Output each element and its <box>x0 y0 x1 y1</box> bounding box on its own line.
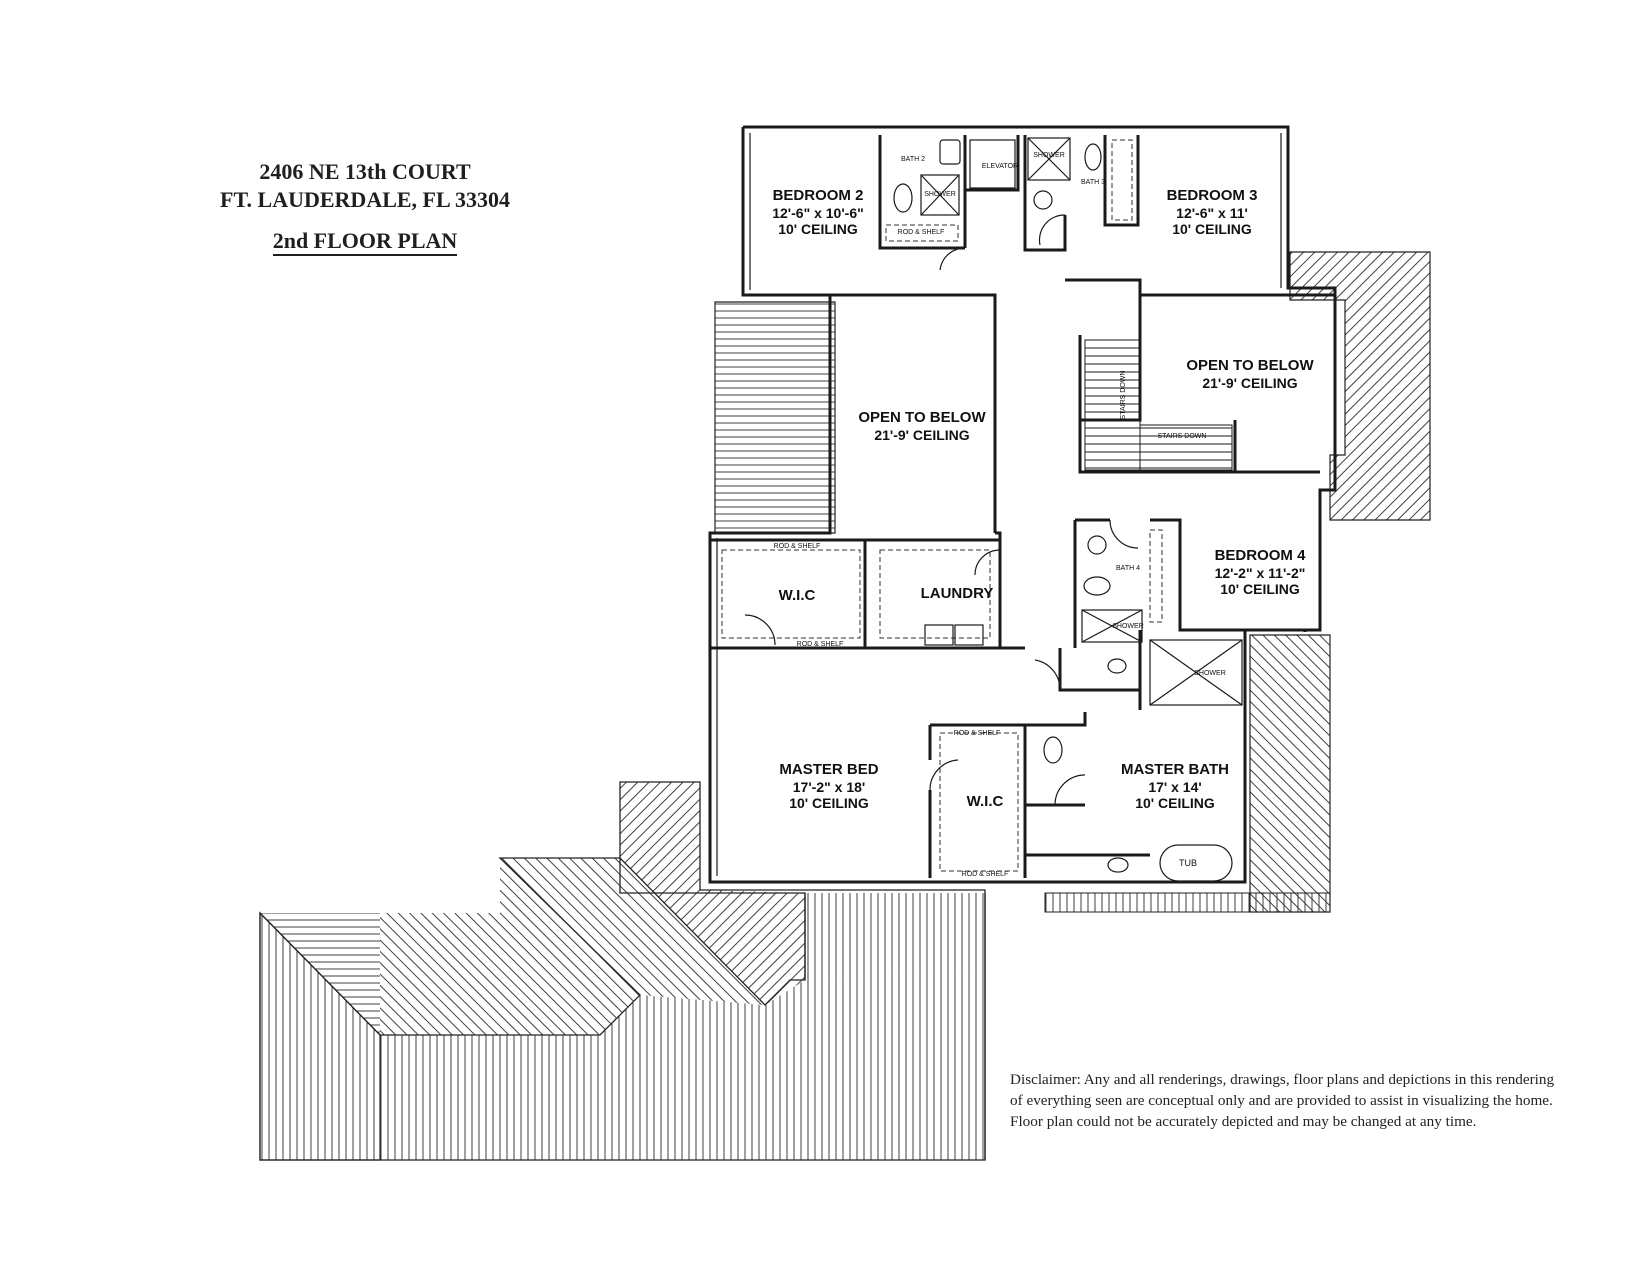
wic-upper-name: W.I.C <box>779 587 816 604</box>
tub-label: TUB <box>1179 858 1197 868</box>
shower-label-bath3: SHOWER <box>1033 152 1065 159</box>
laundry-name: LAUNDRY <box>921 585 994 602</box>
bedroom3-name: BEDROOM 3 <box>1167 187 1258 204</box>
rod-shelf-master-wic-top: ROD & SHELF <box>954 730 1001 737</box>
bedroom2-name: BEDROOM 2 <box>773 187 864 204</box>
roof-lower-left <box>259 781 986 1161</box>
rod-shelf-upper-wic-bottom: ROD & SHELF <box>797 641 844 648</box>
master-bath-name: MASTER BATH <box>1121 761 1229 778</box>
rod-shelf-bath2: ROD & SHELF <box>898 229 945 236</box>
stairs-down-label-1: STAIRS DOWN <box>1120 371 1127 420</box>
disclaimer-line-3: Floor plan could not be accurately depic… <box>1010 1113 1477 1130</box>
open-right-ceiling: 21'-9' CEILING <box>1202 375 1297 391</box>
bedroom3-size: 12'-6" x 11' <box>1176 205 1248 221</box>
stairs: STAIRS DOWN STAIRS DOWN <box>1084 339 1233 471</box>
wic-master-name: W.I.C <box>967 793 1004 810</box>
small-labels: BATH 2 ELEVATOR BATH 3 BATH 4 SHOWER SHO… <box>774 152 1226 878</box>
room-labels: BEDROOM 2 12'-6" x 10'-6" 10' CEILING BE… <box>772 187 1314 811</box>
stairs-down-label-2: STAIRS DOWN <box>1158 433 1207 440</box>
title-block: 2406 NE 13th COURT FT. LAUDERDALE, FL 33… <box>195 158 535 256</box>
bedroom2-ceiling: 10' CEILING <box>778 221 858 237</box>
disclaimer: Disclaimer: Any and all renderings, draw… <box>1010 1069 1650 1132</box>
master-bed-name: MASTER BED <box>779 761 878 778</box>
bath4-label: BATH 4 <box>1116 565 1140 572</box>
master-bath-size: 17' x 14' <box>1148 779 1201 795</box>
fixtures <box>893 137 1243 882</box>
bedroom4-ceiling: 10' CEILING <box>1220 581 1300 597</box>
elevator-label: ELEVATOR <box>982 163 1018 170</box>
rod-shelf-upper-wic: ROD & SHELF <box>774 543 821 550</box>
open-right-name: OPEN TO BELOW <box>1186 357 1314 374</box>
disclaimer-line-2: of everything seen are conceptual only a… <box>1010 1092 1553 1109</box>
bedroom4-size: 12'-2" x 11'-2" <box>1215 565 1306 581</box>
bedroom3-ceiling: 10' CEILING <box>1172 221 1252 237</box>
open-left-ceiling: 21'-9' CEILING <box>874 427 969 443</box>
bath2-label: BATH 2 <box>901 156 925 163</box>
shower-label-master: SHOWER <box>1194 670 1226 677</box>
exterior-walls <box>708 125 1337 884</box>
bath3-label: BATH 3 <box>1081 179 1105 186</box>
interior-walls <box>710 135 1335 878</box>
bedroom4-name: BEDROOM 4 <box>1215 547 1307 564</box>
master-bed-ceiling: 10' CEILING <box>789 795 869 811</box>
master-bed-size: 17'-2" x 18' <box>793 779 865 795</box>
master-bath-ceiling: 10' CEILING <box>1135 795 1215 811</box>
open-left-name: OPEN TO BELOW <box>858 409 986 426</box>
address-line-1: 2406 NE 13th COURT <box>259 159 471 184</box>
door-swings <box>744 214 1139 806</box>
rod-shelf-master-wic-bottom: ROD & SHELF <box>962 871 1009 878</box>
bedroom2-size: 12'-6" x 10'-6" <box>772 205 864 221</box>
roof-right <box>714 251 1431 913</box>
shower-label-bath4: SHOWER <box>1112 623 1144 630</box>
shower-label-bath2: SHOWER <box>924 191 956 198</box>
disclaimer-line-1: Disclaimer: Any and all renderings, draw… <box>1010 1071 1555 1088</box>
plan-title: 2nd FLOOR PLAN <box>272 228 458 256</box>
address-line-2: FT. LAUDERDALE, FL 33304 <box>220 187 510 212</box>
closet-shelves <box>721 139 1163 872</box>
